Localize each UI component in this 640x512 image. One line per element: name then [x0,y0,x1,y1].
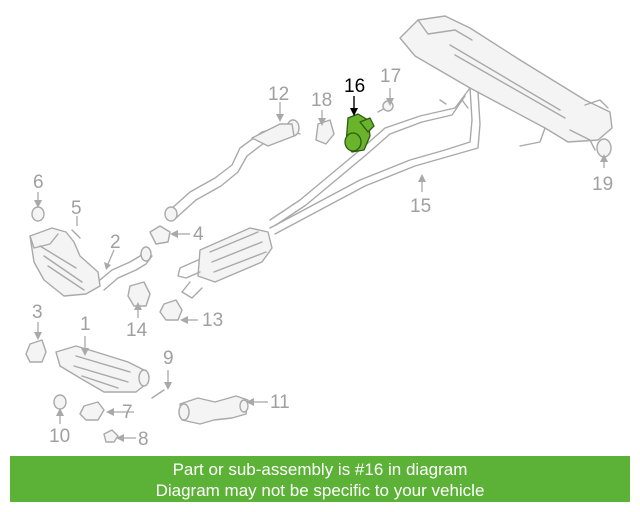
callout-14: 14 [126,320,148,341]
callout-5: 5 [71,198,82,219]
callout-1: 1 [80,314,91,335]
rear-muffler [399,15,613,151]
callout-11: 11 [270,392,290,413]
center-converter [177,227,273,299]
clamp-13 [159,299,183,321]
callout-2: 2 [110,232,121,253]
bolt-8 [103,429,119,443]
callout-labels: 1 2 3 4 5 6 7 8 9 10 11 12 13 14 15 16 1… [32,66,613,450]
center-pipe [269,87,481,235]
callout-19: 19 [592,174,613,195]
rear-pipe-11 [178,395,249,425]
isolator-14 [127,281,151,307]
callout-10: 10 [49,426,70,447]
callout-6: 6 [33,172,44,193]
banner-line-part-number: Part or sub-assembly is #16 in diagram [172,460,468,479]
leader-lines [34,88,608,442]
banner-line-disclaimer: Diagram may not be specific to your vehi… [155,481,485,500]
callout-12: 12 [268,84,289,105]
bracket-7 [79,401,105,421]
bolt-9 [151,389,165,399]
callout-18: 18 [311,90,332,111]
nut-10 [53,394,67,410]
small-parts [25,100,612,443]
callout-13: 13 [202,310,223,331]
callout-3: 3 [32,302,43,323]
callout-16: 16 [344,76,365,97]
bracket-18 [315,119,335,145]
callout-7: 7 [122,402,133,423]
stud-5 [71,229,81,239]
lower-converter [55,345,150,393]
callout-8: 8 [138,429,149,450]
exhaust-system-diagram: 1 2 3 4 5 6 7 8 9 10 11 12 13 14 15 16 1… [25,15,613,450]
callout-15: 15 [410,196,431,217]
notice-banner: Part or sub-assembly is #16 in diagram D… [10,456,630,502]
callout-9: 9 [163,348,174,369]
manifold-converter [29,227,101,297]
clamp-4 [149,225,171,245]
front-pipe-2 [99,246,153,291]
gasket-3 [25,339,47,363]
front-pipe-12 [164,119,301,222]
callout-4: 4 [193,224,204,245]
callout-17: 17 [380,66,401,87]
highlighted-part-16[interactable] [344,113,375,153]
gasket-6 [31,206,45,222]
